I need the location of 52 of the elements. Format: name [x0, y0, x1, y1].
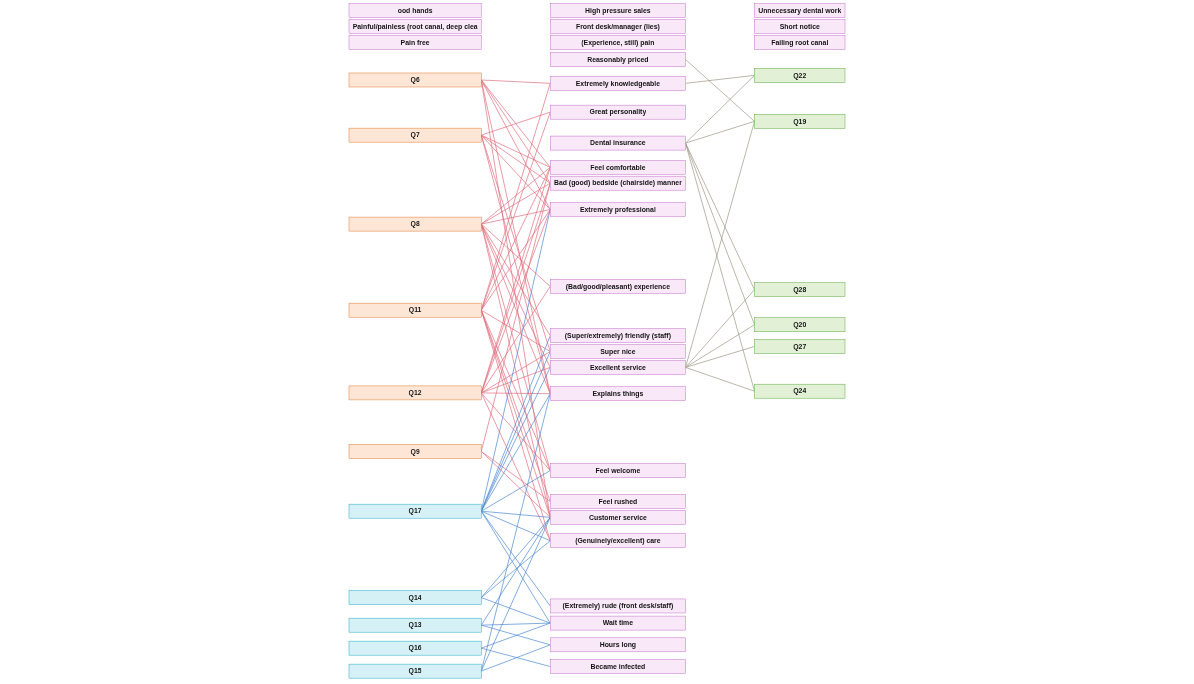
- connector: [480, 134, 551, 352]
- connector: [480, 166, 551, 225]
- connector: [480, 79, 551, 184]
- connector: [480, 392, 551, 395]
- connector: [480, 367, 551, 394]
- connector: [480, 309, 551, 352]
- connector: [480, 644, 551, 672]
- connector: [480, 392, 551, 471]
- connector: [685, 75, 755, 84]
- connector: [480, 393, 551, 512]
- connector: [480, 470, 551, 512]
- connector: [685, 346, 755, 368]
- connector: [480, 647, 551, 667]
- connector: [480, 392, 551, 542]
- connector: [685, 289, 755, 368]
- connector: [480, 79, 551, 168]
- connector: [480, 182, 551, 452]
- connector: [480, 451, 551, 502]
- connector: [480, 597, 551, 624]
- connector: [685, 367, 755, 392]
- connector: [480, 79, 551, 84]
- connector: [480, 223, 551, 337]
- connector: [685, 324, 755, 368]
- connector: [685, 59, 755, 122]
- connector: [480, 79, 551, 210]
- connector: [480, 79, 551, 518]
- connector: [480, 540, 551, 598]
- connector: [480, 286, 551, 394]
- connector: [480, 134, 551, 168]
- connector: [480, 223, 551, 368]
- connector: [480, 79, 551, 395]
- connector: [480, 209, 551, 225]
- connector: [480, 517, 551, 598]
- connector: [480, 134, 551, 184]
- connector: [480, 166, 551, 311]
- connector: [480, 111, 551, 136]
- connector: [480, 517, 551, 672]
- connector: [480, 182, 551, 225]
- connector: [480, 451, 551, 518]
- connector: [480, 393, 551, 672]
- connector: [685, 121, 755, 144]
- connector: [685, 142, 755, 392]
- connector: [480, 510, 551, 542]
- connector: [480, 223, 551, 287]
- connector: [480, 510, 551, 518]
- connector: [480, 209, 551, 311]
- connector: [480, 223, 551, 471]
- connector: [480, 134, 551, 210]
- connector: [480, 351, 551, 394]
- connector: [685, 75, 755, 144]
- connector: [480, 309, 551, 471]
- connector: [685, 121, 755, 368]
